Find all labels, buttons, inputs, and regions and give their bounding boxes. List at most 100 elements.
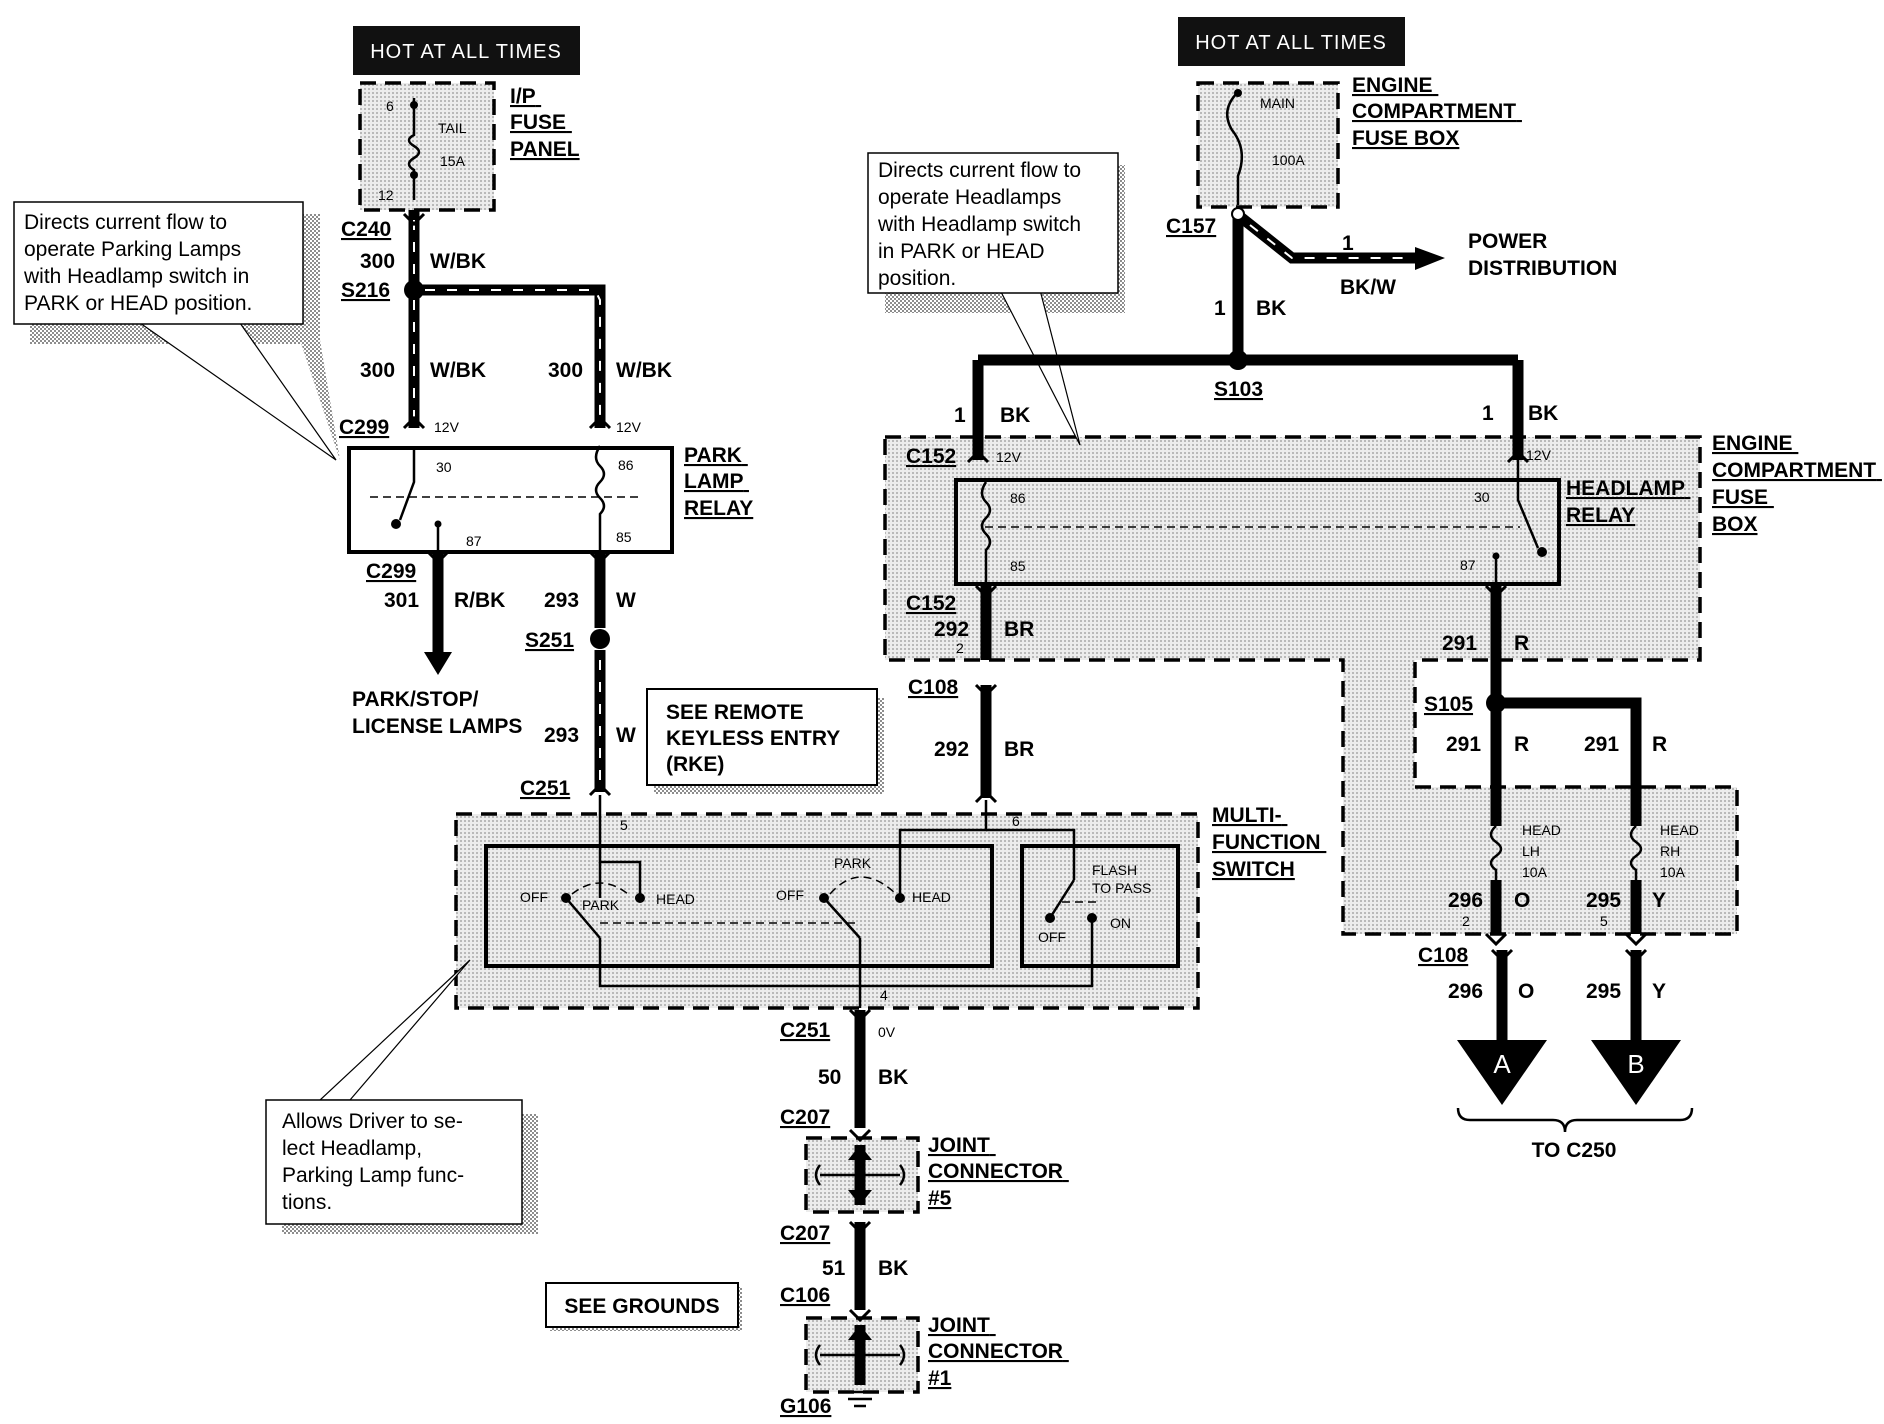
tail-fuse-icon	[407, 98, 421, 200]
head-lh-fuse-icon	[1489, 825, 1503, 882]
park-relay-pin-87: 87	[466, 533, 482, 549]
wire-51-color: BK	[878, 1257, 908, 1280]
park-relay-pin-86: 86	[618, 457, 634, 473]
tail-fuse-rating: 15A	[440, 153, 466, 169]
switch-park-label-1: PARK	[582, 897, 620, 913]
headlamp-relay-pin-87: 87	[1460, 557, 1476, 573]
connector-c108-right: C108	[1418, 944, 1469, 967]
engine-fuse-box-right-label: ENGINE COMPARTMENT FUSE BOX	[1712, 432, 1882, 536]
splice-s103-dot	[1228, 350, 1248, 370]
callout-headlamps	[867, 152, 1119, 294]
wire-292-circuit-2: 292	[934, 738, 969, 761]
hot-at-all-times-left-bg	[353, 26, 580, 75]
engine-fuse-box-top	[1196, 81, 1340, 209]
wire-50-circuit: 50	[818, 1066, 841, 1089]
connector-c157: C157	[1166, 215, 1216, 238]
connector-s103: S103	[1214, 378, 1263, 401]
arrow-b-icon	[1591, 1040, 1681, 1105]
to-c250-bracket	[1456, 1107, 1694, 1133]
head-lh-fuse-text: HEAD LH 10A	[1522, 822, 1565, 880]
main-fuse-icon	[1225, 91, 1244, 205]
switch-pin-5: 5	[620, 817, 628, 833]
connector-c108-left: C108	[908, 676, 959, 699]
wire-1-circuit-center: 1	[1214, 297, 1226, 320]
hot-at-all-times-left: HOT AT ALL TIMES	[370, 41, 562, 63]
headlamp-relay-label: HEADLAMP RELAY	[1566, 477, 1690, 527]
switch-off-label-1: OFF	[520, 889, 548, 905]
connector-c299-bottom: C299	[366, 560, 416, 583]
connector-chevrons	[402, 212, 1648, 1323]
arrow-a-label: A	[1493, 1049, 1511, 1079]
park-lamp-relay-box	[347, 446, 674, 554]
switch-off-label-3: OFF	[1038, 929, 1066, 945]
wire-296-circuit-1: 296	[1448, 889, 1483, 912]
engine-fuse-box-right-area	[883, 435, 1739, 936]
tail-fuse-pin-in: 6	[386, 98, 394, 114]
wire-292-color-2: BR	[1004, 738, 1034, 761]
ip-fuse-box	[358, 81, 496, 212]
wire-1-circuit-right: 1	[1482, 402, 1494, 425]
wire-301-circuit: 301	[384, 589, 419, 612]
connector-c251-top: C251	[520, 777, 571, 800]
switch-pin-4: 4	[880, 987, 888, 1003]
wire-291-color-3: R	[1652, 733, 1667, 756]
wire-300-color-2: W/BK	[430, 359, 486, 382]
wire-296-color-1: O	[1514, 889, 1530, 912]
wire-300-color-3: W/BK	[616, 359, 672, 382]
wire-1-color-center: BK	[1256, 297, 1286, 320]
switch-flash-to-pass-label: FLASH TO PASS	[1092, 862, 1151, 896]
wire-1-bkw-color: BK/W	[1340, 276, 1396, 299]
joint-connector-1-internals	[814, 1325, 906, 1366]
callout-headlamps-text: Directs current flow to operate Headlamp…	[877, 159, 1087, 290]
headlamp-relay-internals	[980, 460, 1547, 586]
connector-c106: C106	[780, 1284, 830, 1307]
multi-function-switch-area	[454, 812, 1200, 1010]
park-relay-pin-30: 30	[436, 459, 452, 475]
wire-295-circuit-2: 295	[1586, 980, 1621, 1003]
ip-fuse-panel-label: I/P FUSE PANEL	[510, 85, 580, 161]
main-fuse-name: MAIN	[1260, 95, 1295, 111]
wire-293-circuit-1: 293	[544, 589, 579, 612]
connector-c207-bottom: C207	[780, 1222, 830, 1245]
wire-300-circuit-2: 300	[360, 359, 395, 382]
voltage-park-relay-86: 12V	[616, 419, 642, 435]
callout-tail-driver	[318, 959, 471, 1101]
wire-1-bkw-circuit: 1	[1342, 232, 1354, 255]
connector-c152-bottom: C152	[906, 592, 956, 615]
headlamp-relay-pin-30: 30	[1474, 489, 1490, 505]
headlamp-circuit-wires	[972, 210, 1642, 1050]
head-rh-fuse-icon	[1629, 825, 1643, 882]
callout-tail-shadow-parking	[300, 340, 340, 460]
see-rke-box[interactable]	[646, 688, 878, 786]
splice-s105-dot	[1486, 693, 1506, 713]
wire-300-circuit-1: 300	[360, 250, 395, 273]
headlamp-relay-pin-86: 86	[1010, 490, 1026, 506]
voltage-park-relay-30: 12V	[434, 419, 460, 435]
see-grounds-box[interactable]	[545, 1282, 739, 1328]
wire-301-color: R/BK	[454, 589, 505, 612]
connector-c207-top: C207	[780, 1106, 830, 1129]
power-distribution-label: POWER DISTRIBUTION	[1468, 230, 1617, 280]
engine-fuse-box-top-label: ENGINE COMPARTMENT FUSE BOX	[1352, 74, 1522, 150]
switch-inner-left	[484, 844, 994, 968]
park-relay-internals	[391, 445, 606, 552]
c108-pin-2: 2	[1462, 913, 1470, 929]
wire-295-color-2: Y	[1652, 980, 1666, 1003]
c108-pin-5: 5	[1600, 913, 1608, 929]
joint-connector-5-internals	[814, 1145, 906, 1205]
voltage-headlamp-relay-30: 12V	[1526, 447, 1552, 463]
multi-function-switch-internals	[561, 795, 1097, 1008]
wire-291-color-1: R	[1514, 632, 1529, 655]
connector-c240: C240	[341, 218, 391, 241]
wire-295-color-1: Y	[1652, 889, 1666, 912]
connector-s105: S105	[1424, 693, 1473, 716]
see-rke-text[interactable]: SEE REMOTE KEYLESS ENTRY (RKE)	[666, 701, 846, 776]
joint-connector-1-label: JOINT CONNECTOR #1	[928, 1314, 1069, 1390]
see-grounds-text[interactable]: SEE GROUNDS	[564, 1295, 719, 1318]
c152-pin-2: 2	[956, 640, 964, 656]
wire-300-circuit-3: 300	[548, 359, 583, 382]
wire-292-color-1: BR	[1004, 618, 1034, 641]
voltage-ground-0v: 0V	[878, 1024, 896, 1040]
splice-s251-dot	[590, 629, 610, 649]
tail-fuse-pin-out: 12	[378, 187, 394, 203]
